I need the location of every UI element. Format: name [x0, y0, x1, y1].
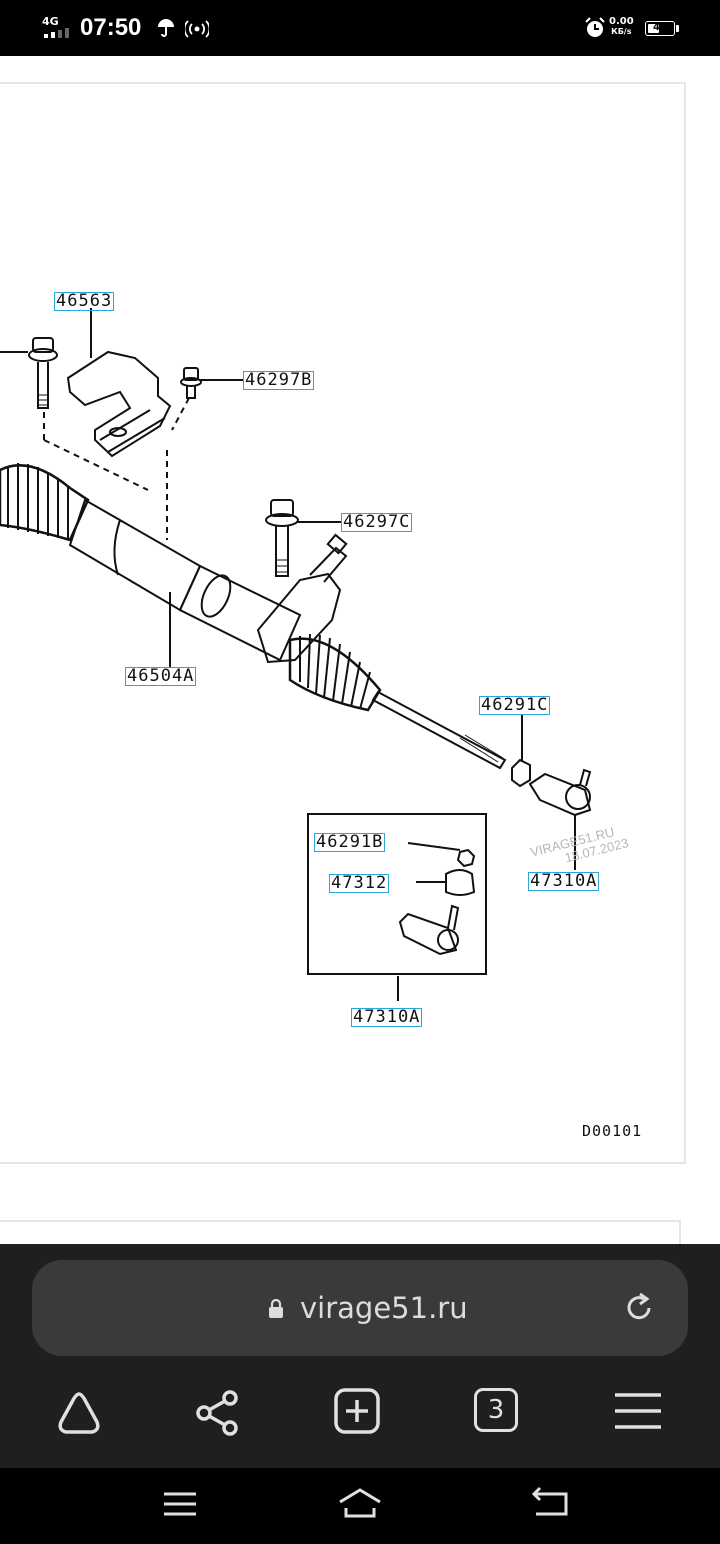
umbrella-icon — [158, 19, 174, 37]
part-label-47312[interactable]: 47312 — [329, 873, 390, 893]
recent-apps-icon[interactable] — [162, 1486, 198, 1522]
clock: 07:50 — [80, 14, 142, 41]
address-bar[interactable]: virage51.ru — [32, 1260, 688, 1356]
battery-tip — [676, 25, 679, 32]
url-text[interactable]: virage51.ru — [300, 1291, 468, 1325]
menu-icon[interactable] — [613, 1388, 663, 1438]
home-triangle-icon[interactable] — [54, 1388, 104, 1438]
status-bar: 4G 07:50 0.00 КБ/s 46 — [0, 0, 720, 56]
speed-value: 0.00 — [609, 16, 634, 27]
diagram-code: D00101 — [582, 1122, 643, 1140]
share-icon[interactable] — [194, 1388, 244, 1438]
part-label-46291c[interactable]: 46291C — [479, 695, 551, 715]
browser-toolbar: virage51.ru 3 — [0, 1244, 720, 1468]
lock-icon — [269, 1298, 283, 1318]
battery-fill — [648, 24, 659, 33]
part-label-46297c[interactable]: 46297C — [341, 512, 413, 532]
part-label-46291b[interactable]: 46291B — [314, 832, 386, 852]
network-speed: 0.00 КБ/s — [609, 17, 634, 37]
part-label-46504a[interactable]: 46504A — [125, 666, 197, 686]
new-tab-icon[interactable] — [334, 1388, 384, 1438]
back-icon[interactable] — [530, 1486, 570, 1522]
part-label-47310a[interactable]: 47310A — [528, 871, 600, 891]
alarm-icon — [585, 17, 605, 37]
battery-icon: 46 — [645, 21, 675, 36]
tabs-icon[interactable]: 3 — [474, 1388, 518, 1432]
steering-rack-diagram[interactable] — [0, 82, 720, 1082]
signal-icon — [44, 28, 69, 38]
system-navigation-bar — [0, 1468, 720, 1544]
part-label-46563[interactable]: 46563 — [54, 291, 115, 311]
reload-icon[interactable] — [622, 1291, 656, 1325]
speed-unit: КБ/s — [611, 27, 632, 36]
diagram-card — [0, 82, 686, 1164]
part-label-47310a-inset[interactable]: 47310A — [351, 1007, 423, 1027]
tabs-button[interactable]: 3 — [474, 1388, 524, 1438]
network-type: 4G — [42, 15, 59, 28]
home-icon[interactable] — [336, 1486, 384, 1522]
hotspot-icon — [185, 20, 209, 38]
battery-level: 46 — [653, 22, 667, 33]
part-label-46297b[interactable]: 46297B — [243, 370, 315, 390]
